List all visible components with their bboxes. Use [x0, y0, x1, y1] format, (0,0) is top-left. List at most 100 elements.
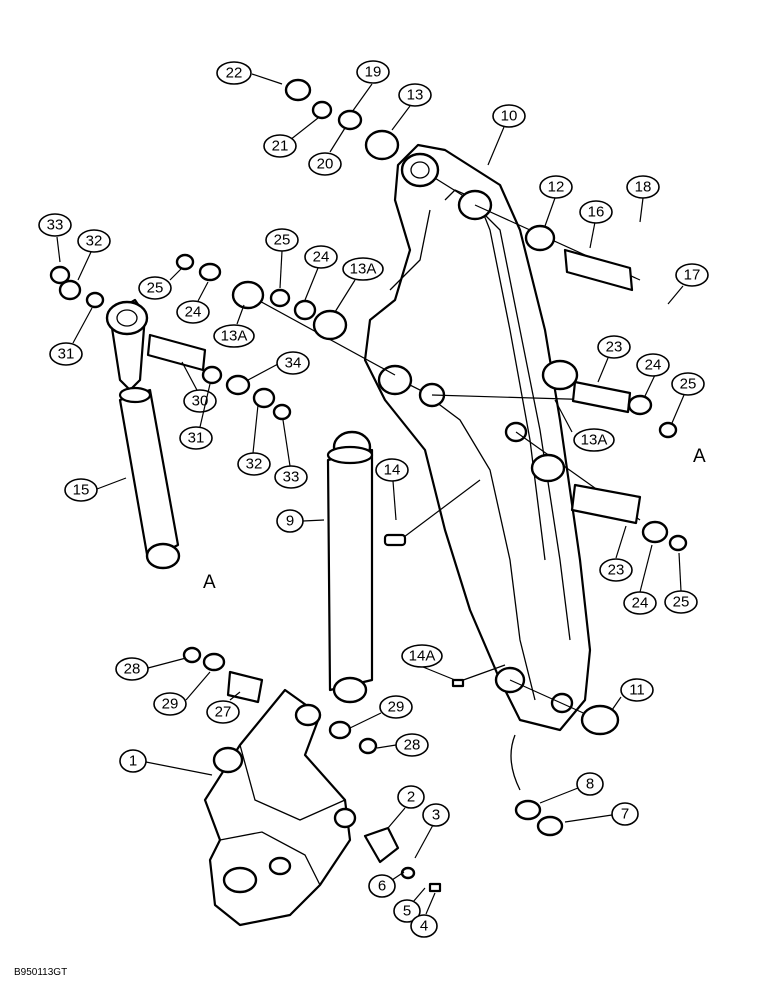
callout-20: 20 [308, 152, 342, 176]
callout-30: 30 [183, 389, 217, 413]
pins-bushings-drawing [146, 129, 642, 791]
callout-14: 14 [375, 458, 409, 482]
svg-text:22: 22 [226, 65, 243, 82]
svg-text:13A: 13A [581, 432, 608, 449]
callout-28-right: 28 [395, 733, 429, 757]
callout-5: 5 [393, 899, 421, 923]
callout-4: 4 [410, 914, 438, 938]
svg-text:29: 29 [162, 696, 179, 713]
svg-text:13: 13 [407, 87, 424, 104]
svg-text:24: 24 [632, 595, 649, 612]
svg-text:28: 28 [124, 661, 141, 678]
callout-10: 10 [492, 104, 526, 128]
boom-drawing [363, 143, 592, 732]
callout-27: 27 [206, 700, 240, 724]
svg-text:32: 32 [86, 233, 103, 250]
callout-31-top: 31 [49, 342, 83, 366]
callout-21: 21 [263, 134, 297, 158]
callout-32-lower: 32 [237, 452, 271, 476]
callout-3: 3 [422, 803, 450, 827]
svg-text:1: 1 [129, 753, 137, 770]
svg-text:16: 16 [588, 204, 605, 221]
svg-text:31: 31 [58, 346, 75, 363]
svg-text:23: 23 [606, 339, 623, 356]
svg-text:24: 24 [185, 304, 202, 321]
callout-7: 7 [611, 802, 639, 826]
callout-32-top: 32 [77, 229, 111, 253]
callout-12: 12 [539, 175, 573, 199]
callout-16: 16 [579, 200, 613, 224]
svg-text:2: 2 [407, 789, 415, 806]
svg-text:25: 25 [673, 594, 690, 611]
callout-23-lower: 23 [599, 558, 633, 582]
callout-23-upper: 23 [597, 335, 631, 359]
svg-text:11: 11 [629, 682, 645, 699]
svg-text:23: 23 [608, 562, 625, 579]
callout-34: 34 [276, 351, 310, 375]
callout-17: 17 [675, 263, 709, 287]
svg-text:20: 20 [317, 156, 334, 173]
svg-text:25: 25 [147, 280, 164, 297]
callout-13a-left: 13A [213, 324, 255, 348]
swing-tower-drawing [203, 688, 442, 927]
svg-text:32: 32 [246, 456, 263, 473]
svg-text:33: 33 [47, 217, 64, 234]
svg-text:24: 24 [645, 357, 662, 374]
callout-18: 18 [626, 175, 660, 199]
svg-text:14A: 14A [409, 648, 436, 665]
callout-19: 19 [356, 60, 390, 84]
svg-text:19: 19 [365, 64, 382, 81]
svg-text:29: 29 [388, 699, 405, 716]
callout-33-lower: 33 [274, 465, 308, 489]
callout-11: 11 [620, 678, 654, 702]
callout-25-upper-middle: 25 [265, 228, 299, 252]
callout-9: 9 [276, 509, 304, 533]
cylinder-9-drawing [326, 430, 374, 704]
svg-text:4: 4 [420, 918, 428, 935]
svg-text:34: 34 [285, 355, 302, 372]
svg-text:24: 24 [313, 249, 330, 266]
svg-text:33: 33 [283, 469, 300, 486]
callout-13a-upper: 13A [342, 257, 384, 281]
svg-text:25: 25 [274, 232, 291, 249]
callout-8: 8 [576, 772, 604, 796]
svg-text:14: 14 [384, 462, 401, 479]
svg-text:7: 7 [621, 806, 629, 823]
svg-text:30: 30 [192, 393, 209, 410]
callout-25-lower: 25 [664, 590, 698, 614]
callout-24-upper-middle: 24 [304, 245, 338, 269]
svg-text:31: 31 [188, 430, 205, 447]
callout-24-right: 24 [636, 353, 670, 377]
svg-text:15: 15 [73, 482, 90, 499]
callout-6: 6 [368, 874, 396, 898]
svg-text:25: 25 [680, 376, 697, 393]
svg-text:8: 8 [586, 776, 594, 793]
reference-letter-a-left: A [203, 572, 216, 593]
reference-letter-a-right: A [693, 446, 706, 467]
cylinder-15-drawing [105, 298, 181, 570]
callout-2: 2 [397, 785, 425, 809]
callout-13: 13 [398, 83, 432, 107]
callout-13a-right: 13A [573, 428, 615, 452]
svg-text:18: 18 [635, 179, 652, 196]
svg-text:27: 27 [215, 704, 232, 721]
figure-code: B950113GT [14, 967, 67, 978]
callout-25-right: 25 [671, 372, 705, 396]
callout-22: 22 [216, 61, 252, 85]
washers-rings-drawing [49, 78, 688, 880]
svg-text:3: 3 [432, 807, 440, 824]
svg-text:13A: 13A [221, 328, 248, 345]
svg-text:5: 5 [403, 903, 411, 920]
svg-text:13A: 13A [350, 261, 377, 278]
callout-31-lower: 31 [179, 426, 213, 450]
callout-15: 15 [64, 478, 98, 502]
svg-text:12: 12 [548, 179, 565, 196]
svg-text:6: 6 [378, 878, 386, 895]
callout-29-left: 29 [153, 692, 187, 716]
svg-text:9: 9 [286, 513, 294, 530]
callout-24-lower: 24 [623, 591, 657, 615]
svg-text:17: 17 [684, 267, 701, 284]
callout-28-left: 28 [115, 657, 149, 681]
callout-33-top: 33 [38, 213, 72, 237]
